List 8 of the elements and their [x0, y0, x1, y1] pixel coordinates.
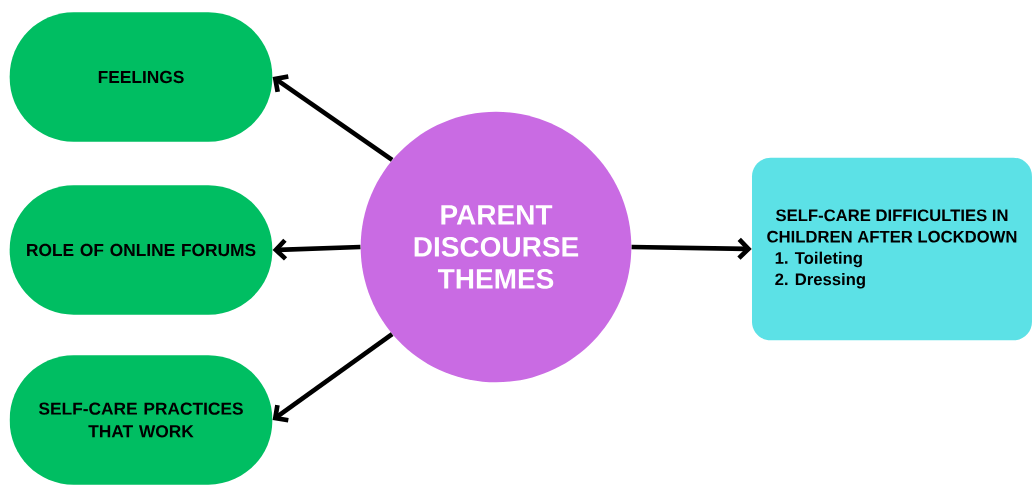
arrow: [272, 238, 361, 261]
arrow: [272, 332, 394, 423]
rounded-box: FEELINGS: [9, 12, 273, 142]
rounded-box: ROLE OF ONLINE FORUMS: [9, 185, 273, 315]
rounded-box: SELF-CARE DIFFICULTIES IN CHILDREN AFTER LOCKDOWN 1. Toileting 2. Dressing: [752, 157, 1032, 341]
arrow: [631, 237, 752, 260]
arrow: [272, 74, 394, 162]
rounded-box: SELF-CARE PRACTICES THAT WORK: [9, 355, 273, 485]
